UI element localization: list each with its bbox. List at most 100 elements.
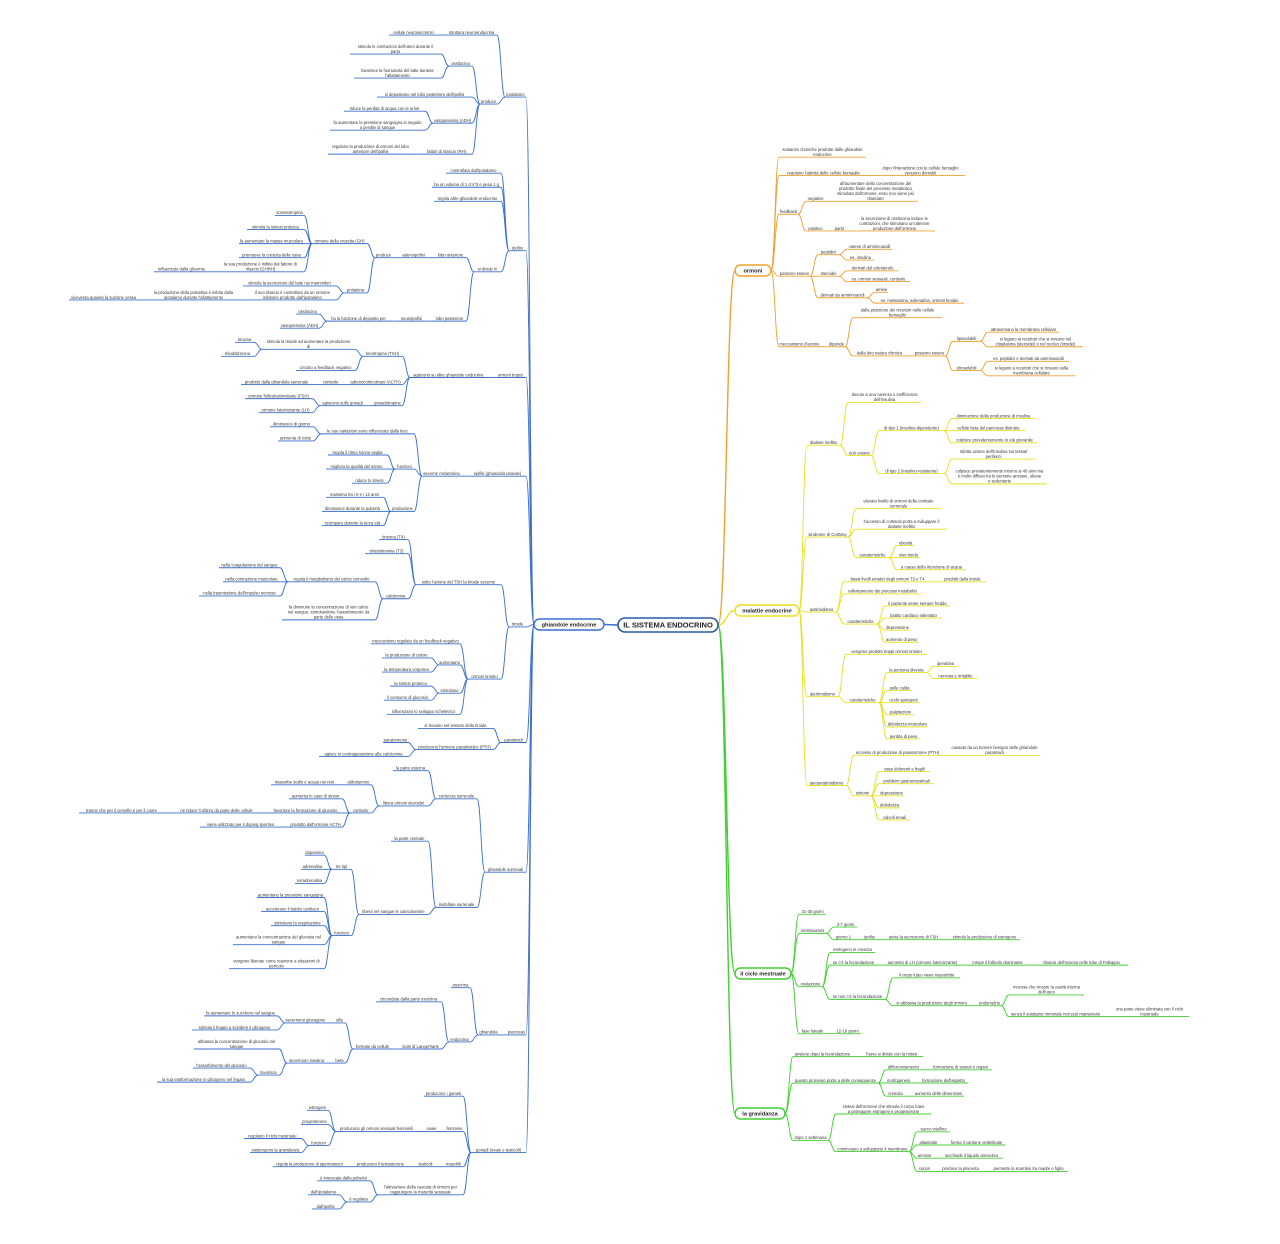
topic-node[interactable]: funzioni <box>309 1140 328 1146</box>
topic-node[interactable]: la parte centrale <box>391 836 428 842</box>
topic-node[interactable]: peptidici <box>818 249 839 256</box>
topic-node[interactable]: ipofisi <box>861 935 878 941</box>
topic-node[interactable]: esocrina <box>451 983 470 989</box>
topic-node[interactable]: ovulazione <box>799 981 822 988</box>
topic-node[interactable]: ha un volume di 1 cm^3 e pesa 1 g <box>432 182 501 188</box>
topic-node[interactable]: regolano l'attività delle cellule bersag… <box>779 170 868 176</box>
topic-node[interactable]: 21-35 giorni <box>799 909 826 915</box>
topic-node[interactable]: si divide in <box>474 267 501 273</box>
topic-node[interactable]: paratiroidi <box>501 737 526 743</box>
topic-node[interactable]: gonadi (ovaie e testicoli) <box>471 1147 526 1154</box>
topic-node[interactable]: depressione <box>879 791 904 797</box>
topic-node[interactable]: adrenocorticotropo (ACTH) <box>349 379 402 385</box>
topic-node[interactable]: ipotiroidismo <box>807 607 836 613</box>
topic-node[interactable]: la sintesi proteica <box>390 681 431 687</box>
topic-node[interactable]: libera nel sangue le catecolamine <box>359 909 428 915</box>
topic-node[interactable]: viceversa quando la suzione cessa <box>69 295 138 301</box>
topic-node[interactable]: accelerano il battito cardiaco <box>261 906 324 913</box>
topic-node[interactable]: riassorbe sodio e acqua nei reni <box>271 780 338 786</box>
topic-node[interactable]: femmine <box>446 1126 463 1132</box>
topic-node[interactable]: perdita di peso <box>887 734 920 740</box>
topic-node[interactable]: sostanze chimiche prodotte dalle ghiando… <box>779 147 866 158</box>
topic-node[interactable]: possono essere <box>914 351 945 357</box>
topic-node[interactable]: meccanismo regolato da un feedback negat… <box>371 639 460 645</box>
topic-node[interactable]: ipofisi <box>509 245 526 252</box>
topic-node[interactable]: calcitonina <box>383 594 408 600</box>
topic-node[interactable]: debolezza muscolare <box>887 722 928 728</box>
topic-node[interactable]: prodotti dalla tiroide <box>939 577 986 583</box>
topic-node[interactable]: aumentano la pressione sanguigna <box>257 892 324 898</box>
topic-node[interactable]: stimola la produzione di estrogeno <box>949 935 1020 941</box>
topic-node[interactable]: sacco vitellino <box>917 1127 950 1133</box>
topic-node[interactable]: endocrina <box>449 1037 470 1043</box>
topic-node[interactable]: fa aumentare la massa muscolare <box>239 238 304 245</box>
topic-node[interactable]: amnios <box>917 1153 932 1159</box>
topic-node[interactable]: si legano a recettori che si trovano sul… <box>988 366 1075 377</box>
topic-node[interactable]: l'assorbimento del glucosio <box>193 1063 250 1069</box>
topic-node[interactable]: racchiude il liquido amniotico <box>940 1153 1003 1159</box>
topic-node[interactable]: producono il testosterone <box>354 1161 407 1168</box>
topic-node[interactable]: isole di Langerhans <box>400 1044 441 1050</box>
topic-node[interactable]: favorisce la formazione di glucosio <box>269 808 342 814</box>
topic-node[interactable]: viso tondo <box>897 552 920 559</box>
topic-node[interactable]: l'accesso di cortisolo porta a sviluppar… <box>856 519 947 530</box>
topic-node[interactable]: nella coagulazione del sangue <box>219 563 280 569</box>
topic-node[interactable]: prodotto dalla ghiandola surrenale <box>241 379 312 385</box>
topic-node[interactable]: controllata dall'ipotalamo <box>446 168 501 174</box>
topic-node[interactable]: tiroxina (T4) <box>379 534 408 541</box>
topic-node[interactable]: ovaie <box>425 1126 438 1132</box>
topic-node[interactable]: iperattiva <box>934 661 957 667</box>
topic-node[interactable]: dalla loro natura chimica <box>853 351 906 357</box>
topic-node[interactable]: differenziamento <box>886 1065 921 1071</box>
topic-node[interactable]: paratormone <box>383 737 408 743</box>
topic-node[interactable]: formazione di tessuti e organi <box>929 1065 992 1071</box>
topic-node[interactable]: feedback <box>779 209 798 215</box>
topic-node[interactable]: endometrio <box>978 1001 1001 1007</box>
topic-node[interactable]: dalla posizione dei recettori nelle cell… <box>853 307 942 319</box>
topic-node[interactable]: depressione <box>885 625 910 631</box>
topic-node[interactable]: attraversano la membrana cellulare <box>988 327 1059 333</box>
topic-node[interactable]: viene utilizzato per il doping sportivo <box>200 822 281 828</box>
topic-node[interactable]: agiscono su altre ghiandole endocrine <box>410 372 487 378</box>
topic-node[interactable]: aumenta in caso di stress <box>289 794 342 800</box>
topic-node[interactable]: aumentano <box>439 660 461 666</box>
topic-node[interactable]: sindrome di Cushing <box>807 532 848 538</box>
topic-node[interactable]: debolezza <box>879 803 900 809</box>
topic-node[interactable]: ormoni tropici <box>495 372 526 378</box>
topic-node[interactable]: colpisce prevalentemente in età giovanil… <box>952 438 1037 444</box>
topic-node[interactable]: la sua produzione è inibita dal fattore … <box>217 262 304 273</box>
topic-node[interactable]: tiroide <box>509 622 526 628</box>
topic-node[interactable]: caratteristiche <box>846 697 879 704</box>
topic-node[interactable]: alfa <box>334 1018 345 1024</box>
topic-node[interactable]: dovuto a una carenza o inefficienzadell'… <box>848 392 921 403</box>
topic-node[interactable]: si trovano nel tessuto della tiroide <box>418 723 493 729</box>
topic-node[interactable]: cortisolo <box>320 379 341 385</box>
topic-node[interactable]: 3-7 giorni <box>834 922 857 928</box>
topic-node[interactable]: morfogenesi <box>886 1078 911 1084</box>
topic-node[interactable]: si legano ai recettori che si trovano ne… <box>988 337 1083 348</box>
topic-node[interactable]: si abbassa la produzione degli ormoni <box>893 1001 970 1007</box>
topic-node[interactable]: progesterone <box>301 1119 328 1125</box>
topic-node[interactable]: pancreas <box>507 1030 526 1036</box>
topic-node[interactable]: derivati dal colesterolo <box>847 266 898 272</box>
topic-node[interactable]: occhi sporgenti <box>887 697 920 704</box>
main-topic-ormoni[interactable]: ormoni <box>734 264 772 277</box>
topic-node[interactable]: produce <box>480 99 497 105</box>
topic-node[interactable]: caratteristiche <box>844 619 877 625</box>
topic-node[interactable]: rilascio dell'ovocita nelle tube di Fall… <box>1035 960 1128 966</box>
topic-node[interactable]: diminuzione della produzione di insulina <box>952 413 1035 420</box>
topic-node[interactable]: dopamina <box>305 850 324 856</box>
topic-node[interactable]: crescita <box>886 1091 905 1097</box>
topic-node[interactable]: il corpo luteo viene riassorbito <box>893 973 960 979</box>
topic-node[interactable]: funzioni <box>395 464 414 470</box>
topic-node[interactable]: di tipo 2 (insulino-resistente) <box>879 468 944 475</box>
topic-node[interactable]: influenzano lo sviluppo scheletrico <box>387 709 460 715</box>
topic-node[interactable]: fa aumentare la pressione sanguigna in s… <box>330 120 425 131</box>
topic-node[interactable]: aumento di peso <box>885 637 918 643</box>
topic-node[interactable]: scompare durante la terza età <box>322 520 383 526</box>
topic-node[interactable]: estrogeno in crescita <box>830 947 875 953</box>
topic-node[interactable]: produce <box>375 253 392 259</box>
topic-node[interactable]: ipotalamo <box>505 92 526 98</box>
topic-node[interactable]: colpisce prevalentemente intorno ai 40 a… <box>952 469 1047 485</box>
topic-node[interactable]: il paziente sente sempre freddo <box>885 601 950 607</box>
